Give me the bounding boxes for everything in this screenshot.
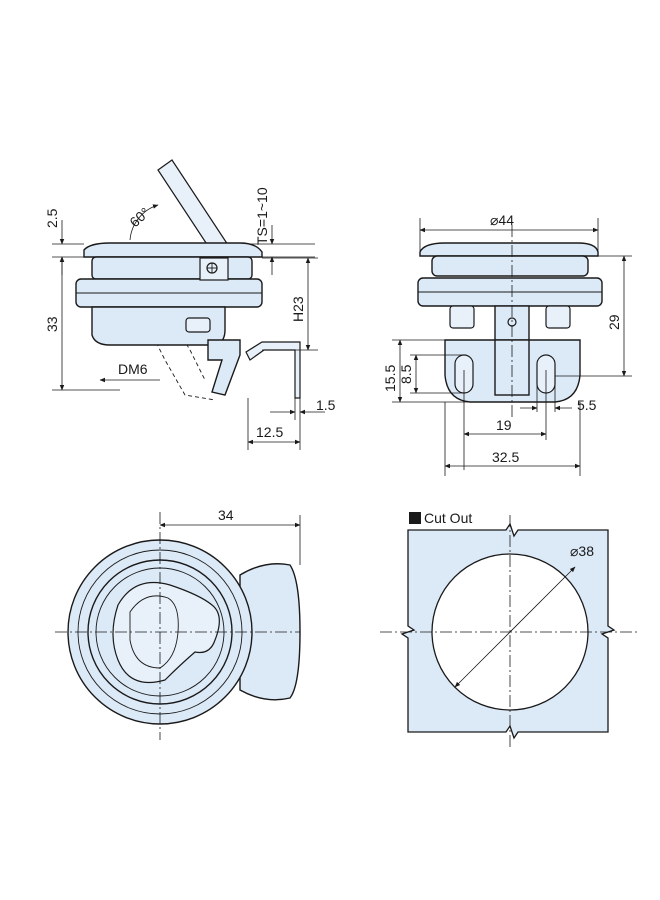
diameter-38-label: ⌀38	[570, 543, 594, 559]
thread-label: DM6	[118, 361, 148, 377]
cutout-title-square	[409, 512, 421, 524]
h23-label: H23	[290, 296, 306, 322]
lever-cup	[112, 581, 220, 684]
angle-label: 60°	[126, 204, 152, 230]
top-view	[55, 512, 301, 740]
top-flange	[83, 242, 263, 258]
latch-tongue	[207, 339, 241, 396]
dim-15-5-label: 15.5	[382, 365, 398, 392]
dim-5-5-label: 5.5	[577, 397, 597, 413]
side-view	[52, 159, 325, 450]
front-view	[392, 218, 632, 476]
dim-1-5-label: 1.5	[316, 397, 336, 413]
dim-19-label: 19	[496, 417, 512, 433]
dim-34-label: 34	[218, 507, 234, 523]
dim-height-label: 33	[44, 316, 60, 332]
dim-8-5-label: 8.5	[398, 364, 414, 384]
cutout-title: Cut Out	[424, 510, 472, 526]
thickness-label: TS=1~10	[254, 187, 270, 245]
diameter-44-label: ⌀44	[490, 212, 514, 228]
dim-12-5-label: 12.5	[256, 424, 283, 440]
dim-top-label: 2.5	[44, 208, 60, 228]
cutout-view	[380, 512, 640, 748]
front-cap	[419, 242, 599, 257]
dim-32-5-label: 32.5	[492, 449, 519, 465]
dim-29-label: 29	[606, 314, 622, 330]
